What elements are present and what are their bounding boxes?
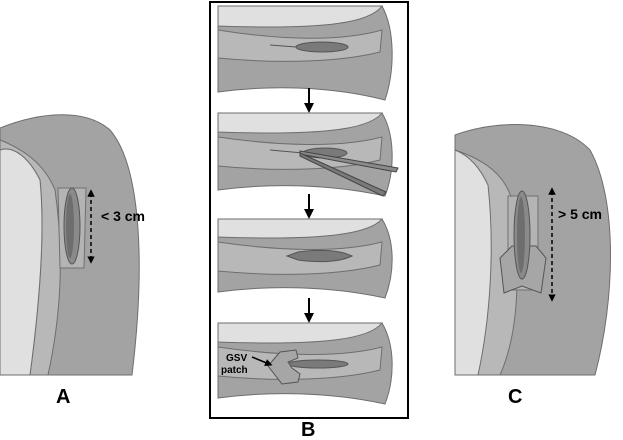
panel-a-arteriotomy-depth xyxy=(66,194,74,258)
panel-c-label: C xyxy=(508,386,522,408)
panel-a-measurement-label: < 3 cm xyxy=(101,208,145,224)
step-4-patch-label-line2: patch xyxy=(221,365,248,376)
panel-b-frame xyxy=(209,1,409,419)
panel-b: GSV patch B xyxy=(209,1,409,440)
panel-b-step-1 xyxy=(217,5,393,101)
panel-a-label: A xyxy=(56,386,70,408)
panel-b-step-4: GSV patch xyxy=(217,322,393,405)
panel-c-measurement-label: > 5 cm xyxy=(558,206,602,222)
step-3-extended-arteriotomy xyxy=(285,249,354,263)
panel-b-label: B xyxy=(301,419,315,440)
panel-b-step-3 xyxy=(217,218,393,299)
step-4-gsv-patch xyxy=(267,349,301,385)
step-4-patch-arrow xyxy=(251,356,273,367)
panel-c-vessel-illustration xyxy=(454,124,611,376)
panel-c-arteriotomy-depth xyxy=(517,197,525,273)
panel-a-vessel-illustration xyxy=(0,114,140,376)
step-1-arteriotomy xyxy=(295,41,349,53)
panel-b-step-2 xyxy=(217,112,399,197)
step-4-patch-label-line1: GSV xyxy=(226,353,247,364)
panel-c-lumen-surface xyxy=(454,149,492,376)
step-4-arteriotomy xyxy=(287,359,349,369)
panel-c: > 5 cm C xyxy=(454,124,611,408)
panel-a: < 3 cm A xyxy=(0,114,145,408)
panel-a-lumen-surface xyxy=(0,148,43,376)
